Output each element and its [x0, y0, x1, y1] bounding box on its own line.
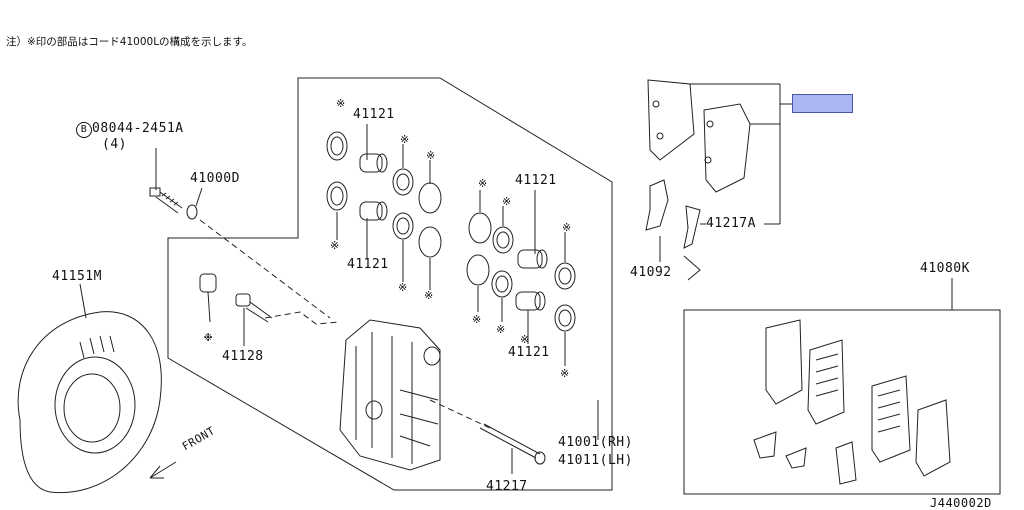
star-marker: ※: [502, 195, 512, 208]
star-marker: ※: [478, 177, 488, 190]
star-marker: ※: [398, 281, 408, 294]
pin-label[interactable]: 41217: [486, 479, 528, 494]
highlight-box[interactable]: [792, 94, 853, 113]
star-marker: ※: [330, 239, 340, 252]
shim-label[interactable]: 41092: [630, 265, 672, 280]
diagram-note: 注）※印の部品はコード41000Lの構成を示します。: [6, 36, 253, 48]
seal-right-top-label[interactable]: 41121: [515, 173, 557, 188]
star-marker: ※: [562, 221, 572, 234]
bleeder-label[interactable]: 41128: [222, 349, 264, 364]
caliper-rh-label[interactable]: 41001(RH): [558, 435, 633, 450]
star-marker: ※: [496, 323, 506, 336]
bleeder-parts: [199, 273, 273, 346]
seal-top-label[interactable]: 41121: [353, 107, 395, 122]
pad-kit-box: [683, 309, 1001, 495]
star-marker: ※: [472, 313, 482, 326]
star-marker: ※: [424, 289, 434, 302]
star-marker: ※: [336, 97, 346, 110]
bolt-code: 08044-2451A: [92, 121, 184, 136]
pad-kit-contents: [753, 319, 951, 485]
caliper-kit-outline: [167, 77, 613, 491]
dust-shield-shape: [17, 311, 162, 494]
diagram-code: J440002D: [930, 496, 992, 510]
seal-group-top: [326, 131, 442, 258]
washer-shape: [186, 204, 198, 220]
bolt-prefix-badge: B: [76, 122, 92, 138]
caliper-lh-label[interactable]: 41011(LH): [558, 453, 633, 468]
star-marker: ※: [560, 367, 570, 380]
bolt-shape: [149, 187, 183, 214]
shim-clip-shapes: [645, 179, 701, 281]
clip-a-label[interactable]: 41217A: [706, 216, 756, 231]
pad-upper: [647, 79, 751, 193]
washer-label[interactable]: 41000D: [190, 171, 240, 186]
star-marker: ※: [426, 149, 436, 162]
seal-mid-label[interactable]: 41121: [347, 257, 389, 272]
star-marker: ※: [520, 333, 530, 346]
caliper-body: [339, 319, 441, 471]
seal-right-bottom-label[interactable]: 41121: [508, 345, 550, 360]
bolt-qty: (4): [102, 137, 127, 152]
pad-kit-label[interactable]: 41080K: [920, 261, 970, 276]
shield-label[interactable]: 41151M: [52, 269, 102, 284]
star-marker: ※: [400, 133, 410, 146]
star-marker-bold: ❉: [204, 329, 213, 345]
seal-group-right: [466, 212, 576, 332]
